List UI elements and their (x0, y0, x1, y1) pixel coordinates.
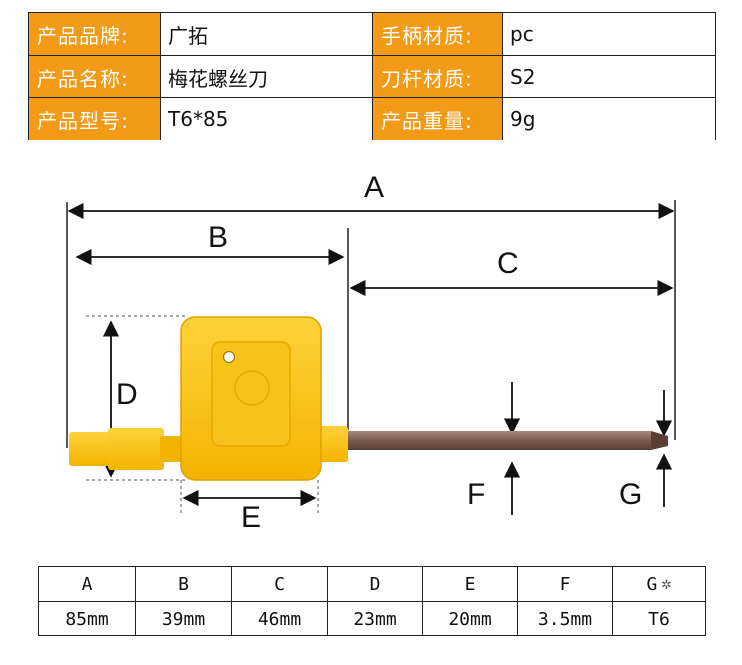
spec-value-name: 梅花螺丝刀 (161, 56, 373, 98)
spec-label-brand: 产品品牌: (29, 13, 161, 55)
spec-row: 产品名称: 梅花螺丝刀 刀杆材质: S2 (29, 55, 715, 98)
spec-value-shaft-material: S2 (503, 56, 715, 98)
dimension-header: F (559, 573, 571, 595)
dimension-label-f: F (467, 478, 485, 511)
dimension-label-d: D (116, 378, 138, 411)
dimension-column: A 85mm (39, 567, 135, 635)
spec-value-handle-material: pc (503, 13, 715, 55)
dimension-label-e: E (241, 501, 261, 534)
dimension-column: G ✲ T6 (612, 567, 705, 635)
spec-label-shaft-material: 刀杆材质: (373, 56, 503, 98)
spec-value-weight: 9g (503, 98, 715, 140)
dimension-value: 3.5mm (518, 601, 612, 636)
screwdriver-dimension-diagram: A B C D E F G (66, 171, 676, 534)
dimension-column: F 3.5mm (517, 567, 612, 635)
dimension-value: 85mm (39, 601, 135, 636)
dimension-header: A (81, 573, 93, 595)
extension-lines (66, 200, 676, 448)
dimension-header: B (178, 573, 189, 595)
dimension-value: 46mm (232, 601, 327, 636)
spec-value-model: T6*85 (161, 98, 373, 140)
dimension-label-c: C (497, 247, 519, 280)
dimension-header-label: G (646, 573, 658, 595)
spec-table: 产品品牌: 广拓 手柄材质: pc 产品名称: 梅花螺丝刀 刀杆材质: S2 产… (28, 12, 716, 140)
dimension-value: T6 (613, 601, 705, 636)
torx-star-icon: ✲ (661, 574, 672, 594)
dimension-table: A 85mm B 39mm C 46mm D 23mm E 20mm F 3.5… (38, 566, 706, 636)
dimension-header-g: G ✲ (613, 567, 705, 601)
spec-label-model: 产品型号: (29, 98, 161, 140)
dimension-header: E (464, 573, 476, 595)
dimension-column: B 39mm (135, 567, 231, 635)
dimension-value: 39mm (136, 601, 231, 636)
spec-row: 产品型号: T6*85 产品重量: 9g (29, 97, 715, 140)
spec-label-name: 产品名称: (29, 56, 161, 98)
dimension-value: 23mm (328, 601, 422, 636)
dimension-column: D 23mm (327, 567, 422, 635)
screwdriver-shaft (345, 431, 668, 450)
dimension-header: D (369, 573, 381, 595)
dimension-column: C 46mm (231, 567, 327, 635)
screwdriver-handle (69, 316, 348, 481)
spec-label-handle-material: 手柄材质: (373, 13, 503, 55)
dimension-label-b: B (208, 221, 228, 254)
dimension-value: 20mm (423, 601, 517, 636)
spec-row: 产品品牌: 广拓 手柄材质: pc (29, 13, 715, 55)
dimension-header: C (274, 573, 285, 595)
dimension-column: E 20mm (422, 567, 517, 635)
dimension-label-a: A (364, 171, 384, 204)
spec-value-brand: 广拓 (161, 13, 373, 55)
dashed-guides (86, 315, 319, 515)
spec-label-weight: 产品重量: (373, 98, 503, 140)
dimension-label-g: G (619, 478, 642, 511)
